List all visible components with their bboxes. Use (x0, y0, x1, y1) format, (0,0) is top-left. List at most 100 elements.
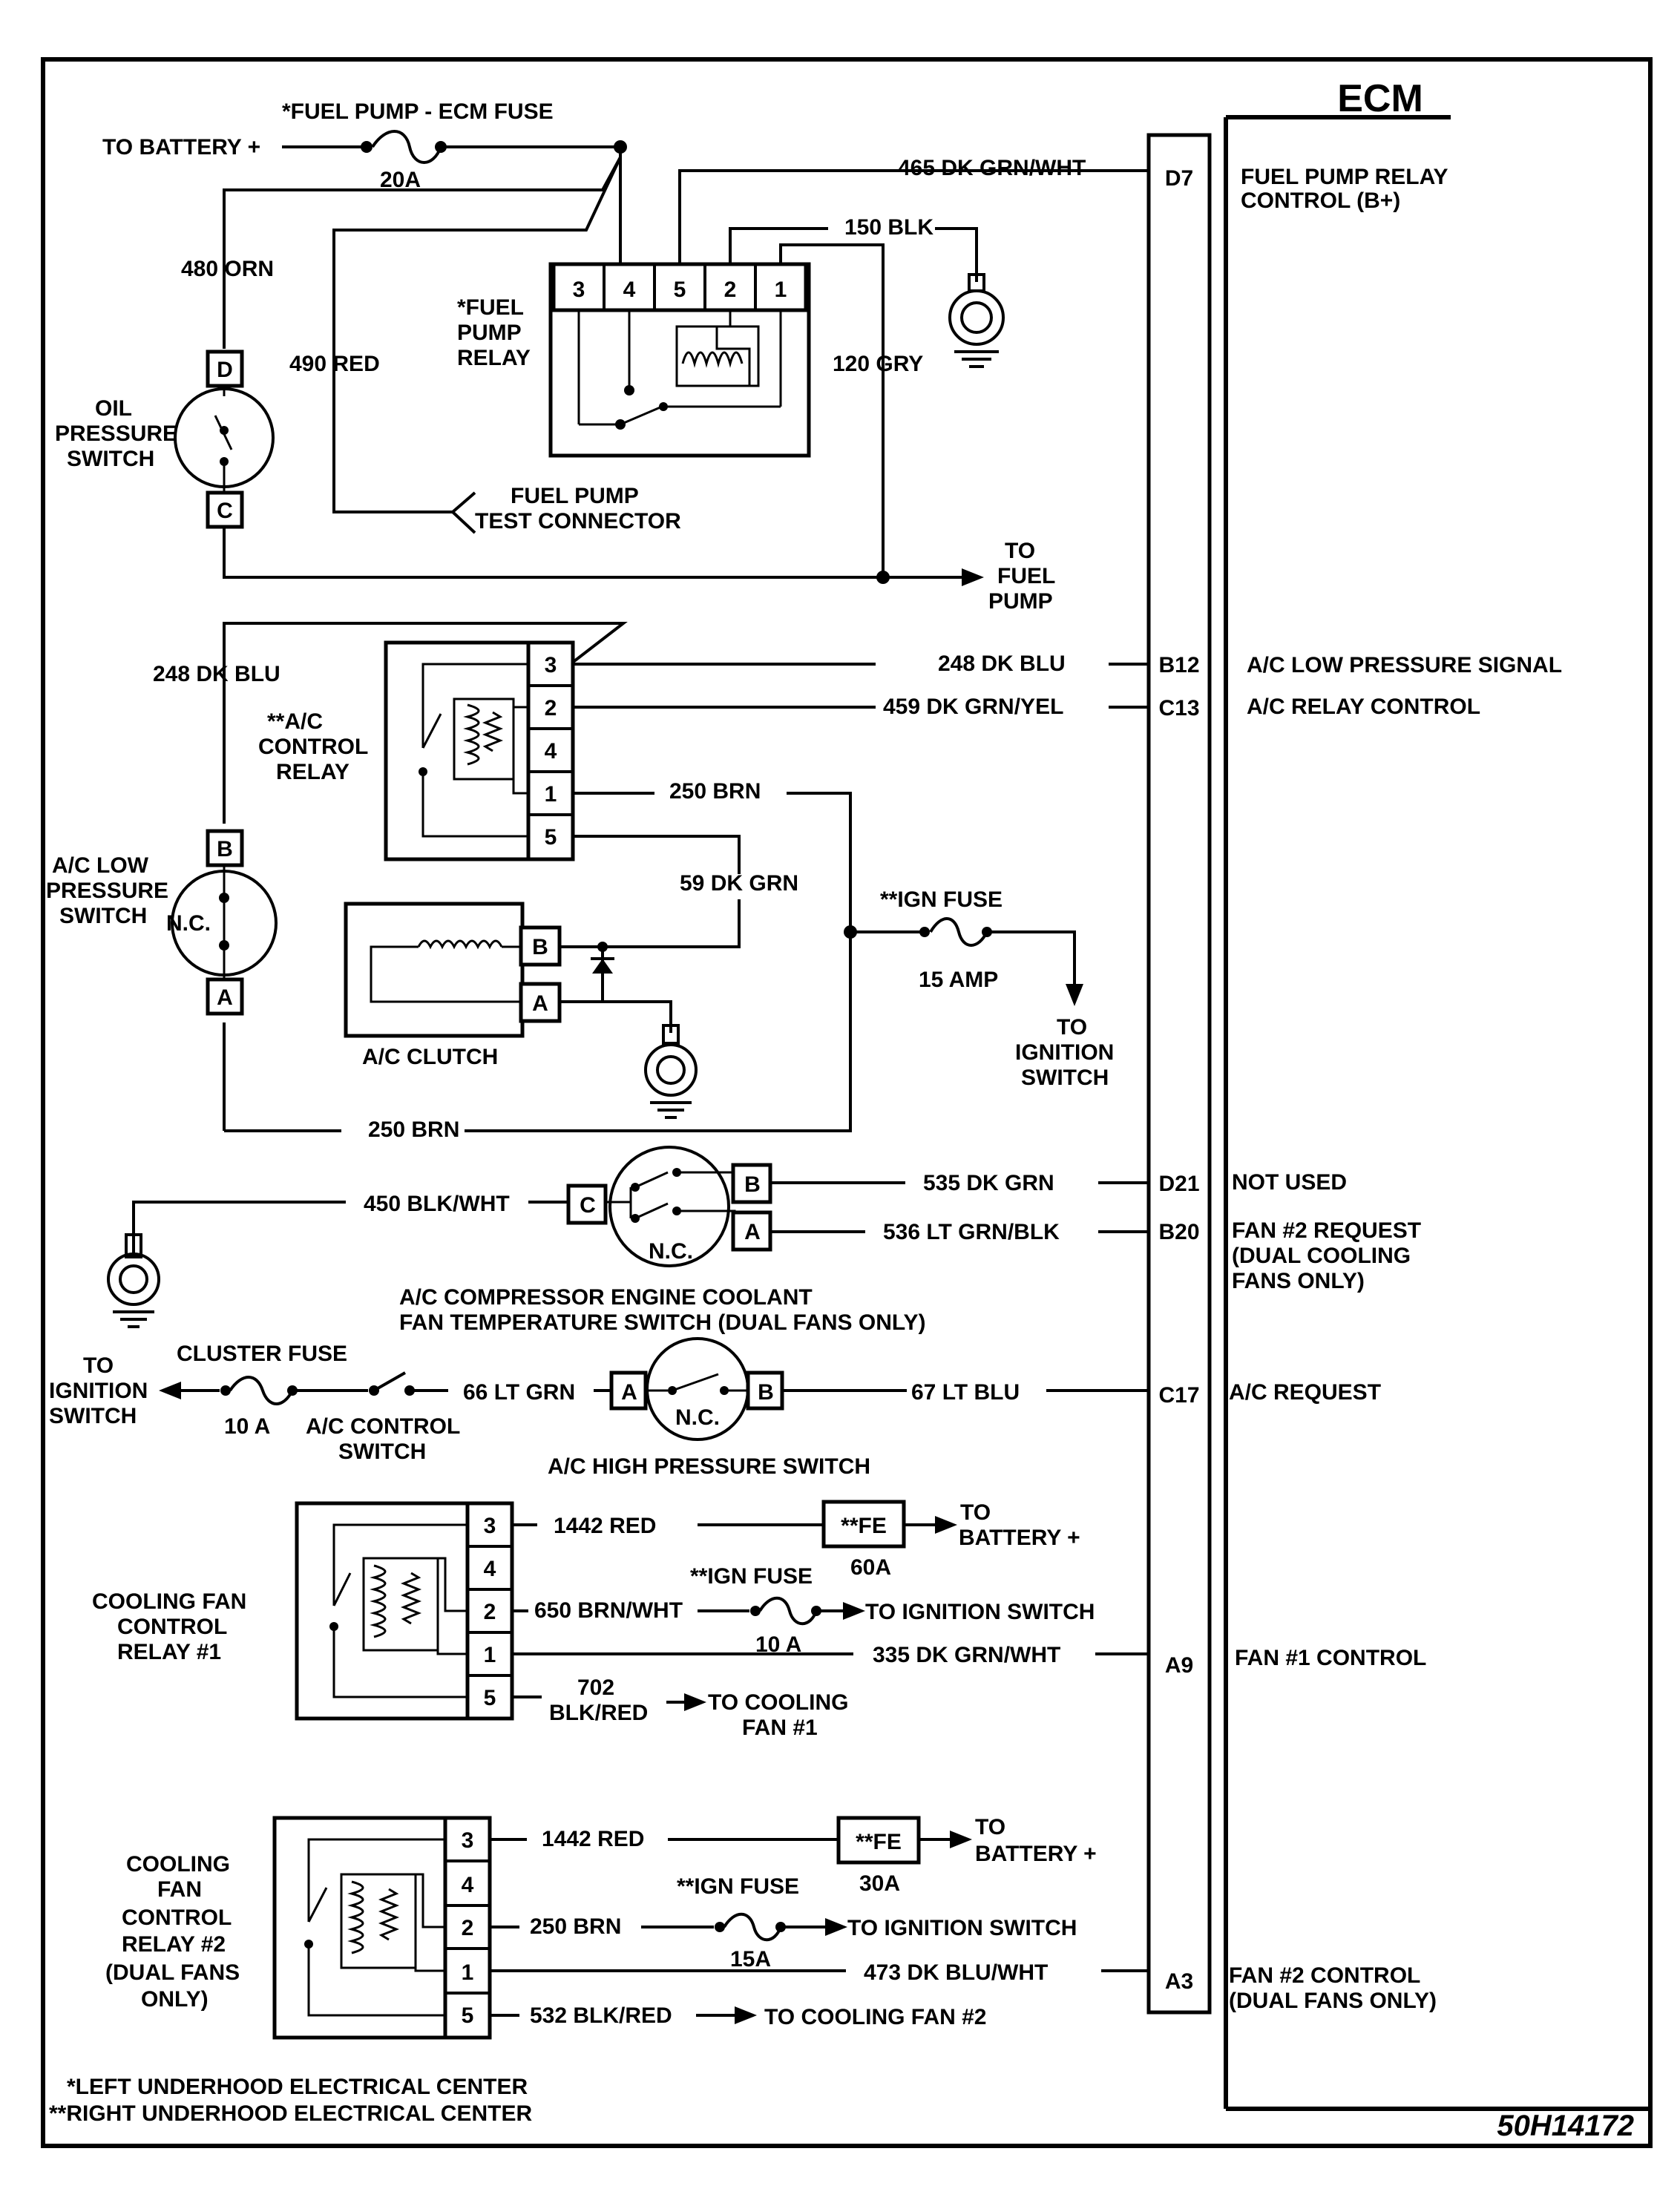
fuel-relay-pin-3: 3 (573, 278, 585, 302)
hp-switch-nc: N.C. (675, 1405, 720, 1430)
fan1-to-battery-line1: TO (960, 1500, 991, 1525)
ac-relay-switch-contact (421, 713, 442, 749)
ac-clutch: B A (344, 902, 562, 1038)
fan2-relay-label-line2: FAN (157, 1877, 202, 1902)
ecm-module: ECM (1146, 77, 1650, 2111)
fuel-relay-pin-1: 1 (775, 278, 787, 302)
clutch-pin-b: B (532, 935, 548, 959)
ecm-func-a3-line1: FAN #2 CONTROL (1229, 1963, 1420, 1988)
to-battery-label: TO BATTERY + (102, 135, 260, 160)
hp-to-ignition-line1: TO (83, 1353, 114, 1378)
fan1-wire-702-line1: 702 (577, 1675, 614, 1700)
ac-ign-fuse-name: **IGN FUSE (880, 887, 1003, 912)
fan1-to-ignition: TO IGNITION SWITCH (865, 1600, 1095, 1624)
ground-symbol-fuel-relay (948, 273, 1005, 368)
oil-switch-label-line1: OIL (95, 396, 132, 421)
oil-switch-pin-c: C (217, 499, 233, 523)
fan2-section: 3 4 2 1 5 COOLING FAN CONTROL RELAY #2 (… (105, 1815, 1149, 2040)
fuel-relay-pin-5: 5 (674, 278, 686, 302)
cluster-fuse (229, 1376, 294, 1405)
fan1-to-fan-line1: TO COOLING (708, 1690, 848, 1715)
ecm-pin-a3: A3 (1165, 1969, 1193, 1994)
ecm-pin-labels: D7 B12 C13 D21 B20 C17 A9 A3 (1158, 166, 1199, 1994)
hp-switch-pin-a: A (621, 1380, 637, 1405)
fan2-relay-pin-1: 1 (462, 1960, 474, 1985)
temp-switch-pin-a: A (744, 1220, 761, 1244)
cluster-fuse-label: CLUSTER FUSE (177, 1342, 347, 1366)
footnotes: *LEFT UNDERHOOD ELECTRICAL CENTER **RIGH… (49, 2075, 532, 2126)
ac-compressor-coolant-temp-switch: N.C. (606, 1146, 736, 1267)
ecm-func-b20-line1: FAN #2 REQUEST (1232, 1218, 1421, 1243)
wire-473-dk-blu-wht: 473 DK BLU/WHT (864, 1960, 1048, 1985)
oil-switch-pin-d: D (217, 358, 233, 382)
ac-ign-fuse-rating: 15 AMP (919, 968, 998, 992)
to-fuel-pump-line3: PUMP (988, 589, 1053, 614)
ecm-func-a3-line2: (DUAL FANS ONLY) (1229, 1989, 1437, 2013)
ac-low-label-line3: SWITCH (59, 904, 147, 928)
fuel-pump-fuse-name: *FUEL PUMP - ECM FUSE (282, 99, 554, 124)
ac-relay-label-line1: **A/C (267, 709, 323, 734)
ecm-pin-b20: B20 (1158, 1220, 1199, 1244)
ac-section: 248 DK BLU 3 2 4 1 5 **A/C CONTROL RELAY… (46, 622, 1149, 1142)
fan1-relay-label-line2: CONTROL (117, 1615, 227, 1639)
clutch-coil (417, 939, 503, 950)
ecm-connector-strip (1146, 133, 1212, 2015)
fan1-relay-pin-1: 1 (484, 1643, 496, 1667)
oil-switch-label-line3: SWITCH (67, 447, 154, 471)
fuel-relay-label-line2: PUMP (457, 321, 522, 345)
wire-67-lt-blu: 67 LT BLU (911, 1380, 1020, 1405)
ecm-func-d7-line1: FUEL PUMP RELAY (1241, 165, 1448, 189)
fan1-relay-pin-5: 5 (484, 1686, 496, 1710)
wire-150-blk: 150 BLK (844, 215, 933, 240)
fan1-relay-coil (362, 1557, 439, 1652)
wire-459-dk-grn-yel: 459 DK GRN/YEL (883, 695, 1063, 719)
test-connector-line1: FUEL PUMP (511, 484, 639, 508)
fuel-pump-fuse-rating: 20A (380, 168, 421, 192)
clutch-diode (592, 959, 613, 974)
fan1-relay-pin-2: 2 (484, 1600, 496, 1624)
ac-to-ignition-line1: TO (1057, 1015, 1087, 1040)
ac-low-label-line1: A/C LOW (52, 853, 149, 878)
temp-switch-nc: N.C. (649, 1239, 693, 1264)
fan1-to-battery-line2: BATTERY + (959, 1526, 1080, 1550)
ac-control-switch (373, 1371, 406, 1392)
fuel-relay-label-line1: *FUEL (457, 295, 524, 320)
ecm-func-c13: A/C RELAY CONTROL (1247, 695, 1480, 719)
fan2-ign-fuse-name: **IGN FUSE (677, 1874, 799, 1899)
fan1-section: 3 4 2 1 5 COOLING FAN CONTROL RELAY #1 1… (92, 1500, 1149, 1740)
wire-59-dk-grn: 59 DK GRN (680, 871, 798, 896)
fan1-wire-702-line2: BLK/RED (549, 1701, 648, 1725)
fan2-wire-250-brn: 250 BRN (530, 1914, 621, 1939)
fan1-fe-label: **FE (841, 1514, 887, 1538)
ecm-func-b12: A/C LOW PRESSURE SIGNAL (1247, 653, 1562, 677)
fan1-relay-pin-3: 3 (484, 1514, 496, 1538)
fan2-relay-label-line3: CONTROL (122, 1905, 232, 1930)
fan2-relay-coil (340, 1873, 417, 1969)
ecm-pin-a9: A9 (1165, 1653, 1193, 1678)
hp-switch-label: A/C HIGH PRESSURE SWITCH (548, 1454, 870, 1479)
fuel-pump-ecm-fuse (371, 130, 442, 164)
wire-450-blk-wht: 450 BLK/WHT (364, 1192, 510, 1216)
fuel-relay-pin-2: 2 (724, 278, 737, 302)
ac-low-pin-a: A (217, 985, 233, 1010)
fan2-fe-label: **FE (856, 1830, 902, 1854)
ac-relay-pin-5: 5 (545, 825, 557, 850)
fan1-ign-fuse-name: **IGN FUSE (690, 1564, 813, 1589)
wire-248-dk-blu-right: 248 DK BLU (938, 651, 1066, 676)
fuel-relay-switch-contact (620, 405, 663, 426)
ac-control-switch-line1: A/C CONTROL (306, 1414, 460, 1439)
ground-symbol-clutch (644, 1024, 698, 1119)
ac-relay-pin-4: 4 (545, 739, 557, 764)
ecm-pin-c17: C17 (1158, 1383, 1199, 1408)
hp-to-ignition-line3: SWITCH (49, 1404, 137, 1428)
ecm-func-b20-line2: (DUAL COOLING (1232, 1244, 1411, 1268)
fan2-relay-label-line1: COOLING (126, 1852, 230, 1877)
hp-to-ignition-line2: IGNITION (49, 1379, 148, 1403)
fan2-relay-pin-3: 3 (462, 1828, 474, 1853)
outer-border (41, 57, 1653, 2148)
ac-ign-fuse (929, 917, 988, 947)
clutch-label: A/C CLUTCH (362, 1045, 498, 1069)
ecm-func-a9: FAN #1 CONTROL (1235, 1646, 1426, 1670)
cluster-fuse-rating: 10 A (224, 1414, 270, 1439)
